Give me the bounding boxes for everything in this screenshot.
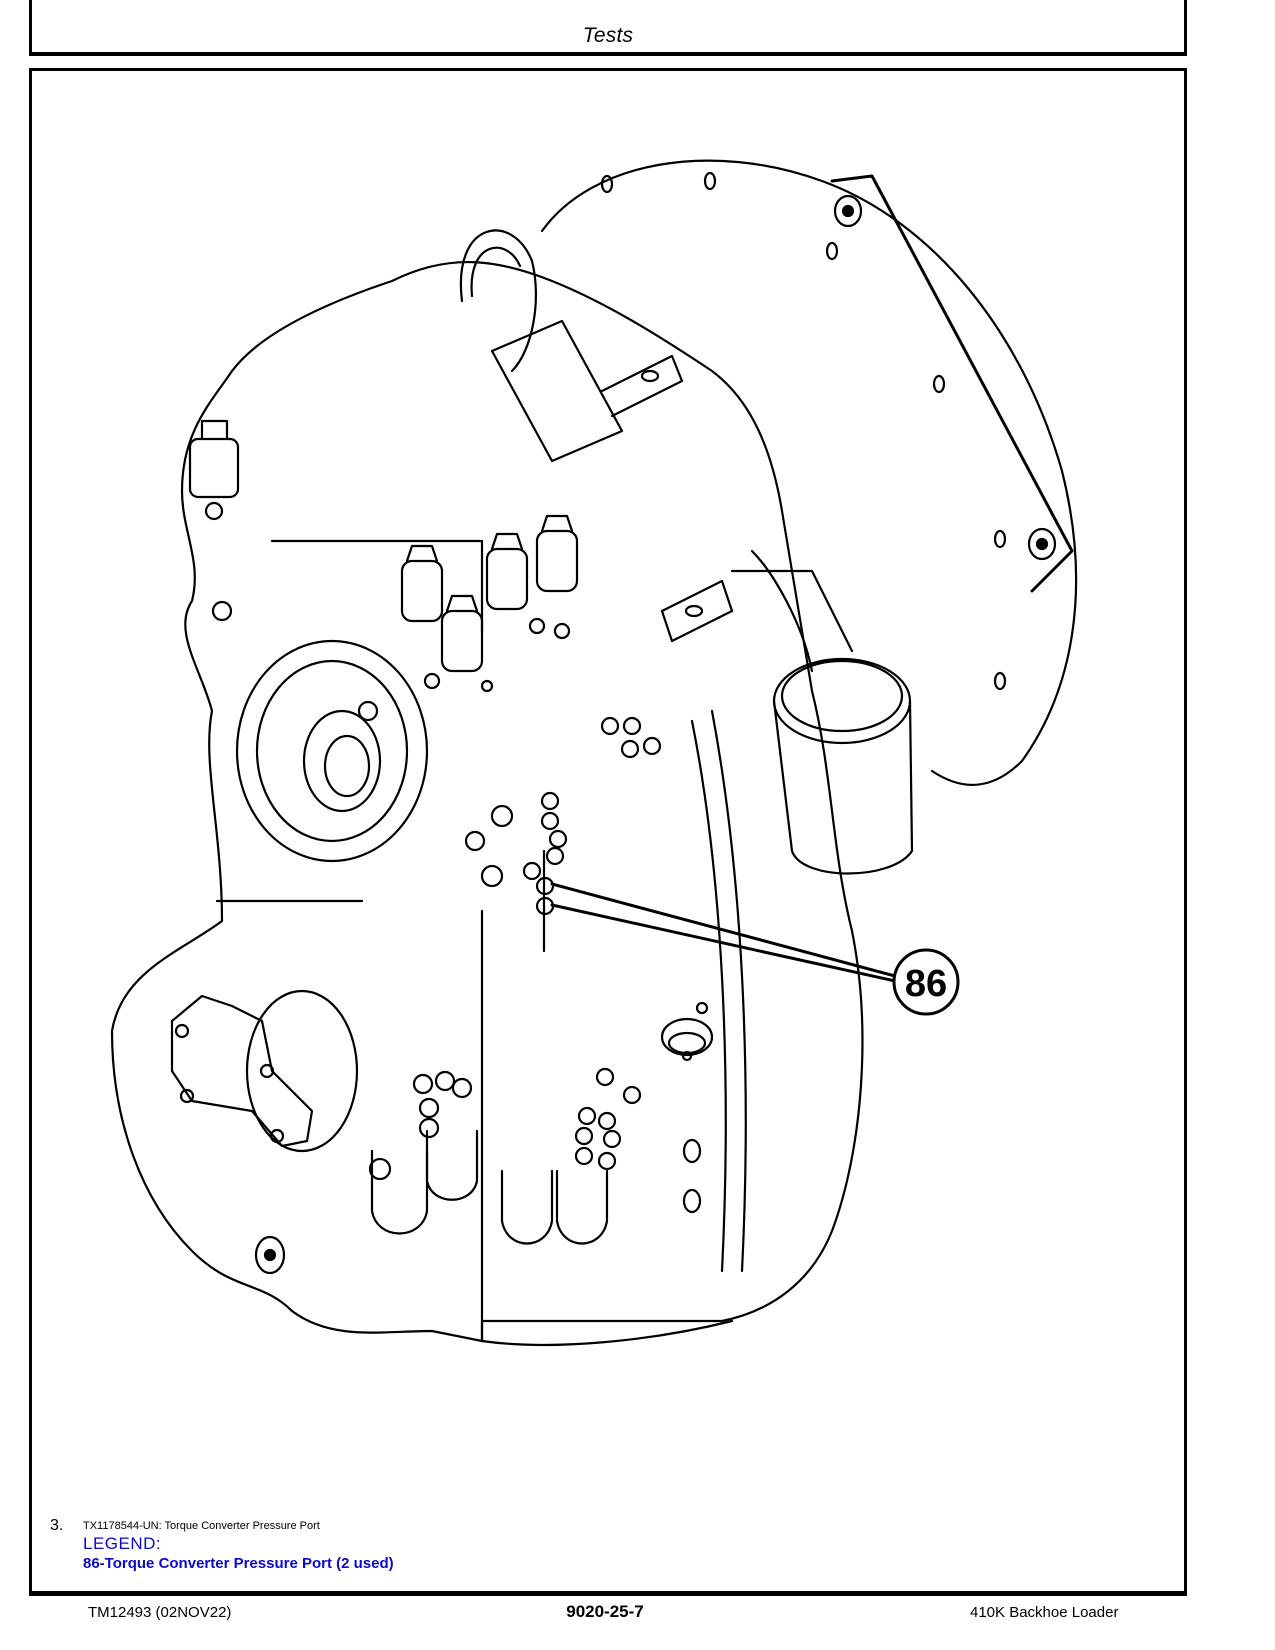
step-number: 3. xyxy=(50,1517,64,1534)
transmission-case xyxy=(110,261,864,1347)
figure-frame: 86 3. TX1178544-UN: Torque Converter Pre… xyxy=(29,68,1187,1596)
page-header: Tests xyxy=(29,0,1187,56)
caption-text: TX1178544-UN: Torque Converter Pressure … xyxy=(83,1520,320,1532)
svg-text:86: 86 xyxy=(905,963,947,1005)
speed-sensor xyxy=(188,419,240,521)
legend-item: 86-Torque Converter Pressure Port (2 use… xyxy=(83,1555,394,1572)
mid-valve-ports xyxy=(464,716,662,916)
converter-housing xyxy=(540,159,1078,787)
footer-manual-id: TM12493 (02NOV22) xyxy=(88,1604,232,1621)
footer-machine: 410K Backhoe Loader xyxy=(970,1604,1119,1621)
output-flange xyxy=(211,600,429,863)
callout-86: 86 xyxy=(892,948,960,1016)
filter-cylinder xyxy=(730,549,914,875)
lower-valve xyxy=(368,1001,714,1245)
footer-page-number: 9020-25-7 xyxy=(566,1602,644,1621)
transmission-illustration: 86 xyxy=(32,71,1184,1511)
solenoids xyxy=(400,514,579,693)
section-title: Tests xyxy=(582,24,634,47)
legend-title: LEGEND: xyxy=(83,1534,162,1553)
yoke-flange xyxy=(170,989,359,1275)
callout-86-leader xyxy=(550,882,897,983)
